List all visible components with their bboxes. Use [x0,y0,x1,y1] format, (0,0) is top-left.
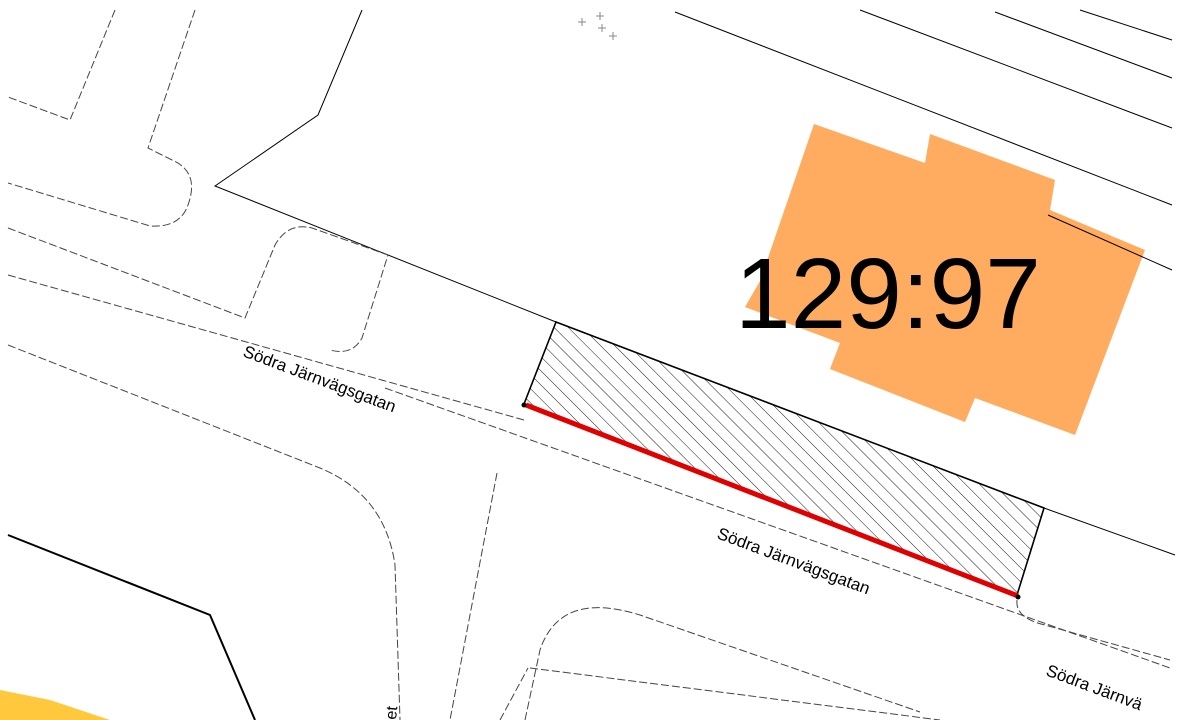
parcel-label: 129:97 [735,238,1041,350]
yellow-area [0,690,110,720]
street-label-1: Södra Järnvägsgatan [241,342,399,416]
survey-point-icon [578,12,617,40]
street-label-2: Södra Järnvägsgatan [715,524,873,598]
highlight-boundary-line[interactable] [525,402,1019,599]
boundary-point-left [521,402,527,408]
boundary-point-right [1015,594,1021,600]
thick-boundary-line [7,534,256,720]
building-polygon[interactable] [745,124,1145,435]
street-label-3: Södra Järnvä [1044,661,1146,714]
partial-street-label: et [383,705,401,720]
street-curb-lines [7,9,1171,720]
